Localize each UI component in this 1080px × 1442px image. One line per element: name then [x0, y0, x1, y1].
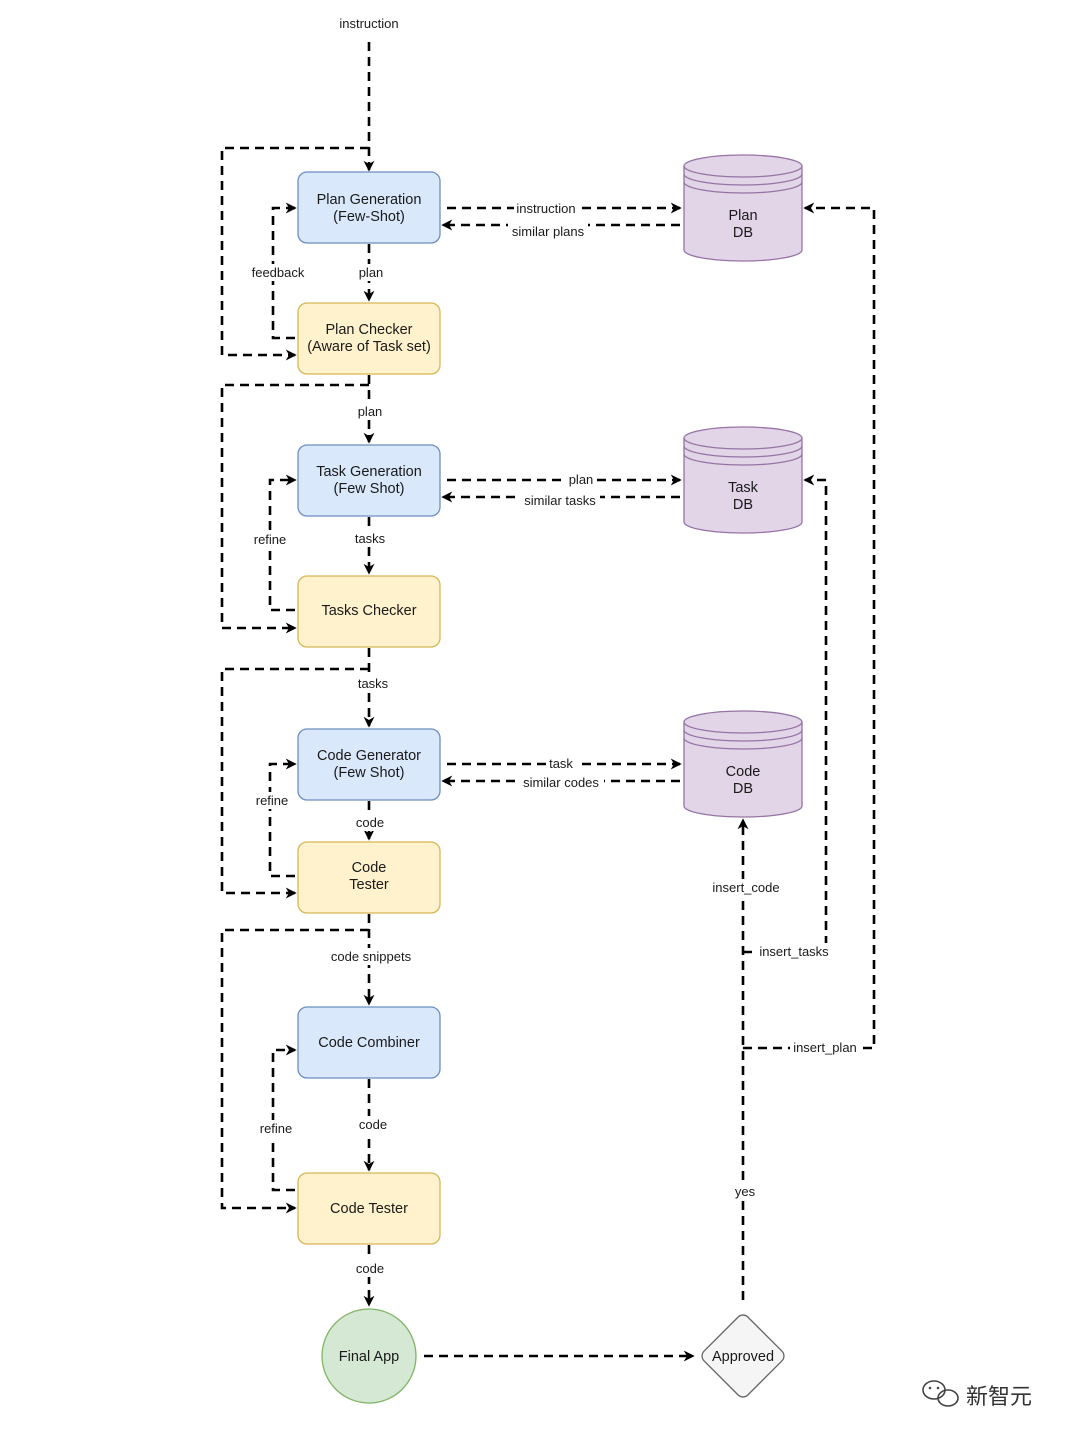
- node-approved: Approved: [701, 1314, 785, 1398]
- node-code-tester-2-line1: Code Tester: [330, 1201, 408, 1217]
- watermark-text: 新智元: [966, 1385, 1032, 1410]
- edge-label-refine-3: refine: [260, 1121, 293, 1136]
- edge-label-feedback: feedback: [252, 265, 305, 280]
- node-plan-generation-line2: (Few-Shot): [333, 209, 405, 225]
- edge-label-plan: plan: [359, 265, 384, 280]
- node-plan-checker: Plan Checker (Aware of Task set): [297, 302, 441, 375]
- node-code-db: Code DB: [683, 710, 803, 818]
- edge-label-instruction: instruction: [516, 201, 575, 216]
- node-task-generation-line1: Task Generation: [316, 464, 422, 480]
- node-task-db-line1: Task: [728, 480, 759, 496]
- edge-label-code-snippets: code snippets: [331, 949, 412, 964]
- node-code-db-line1: Code: [726, 764, 761, 780]
- edge-loop-final-tester: [220, 928, 369, 1214]
- node-plan-checker-line2: (Aware of Task set): [307, 339, 431, 355]
- node-task-db-line2: DB: [733, 497, 753, 513]
- edge-label-tasks: tasks: [355, 531, 386, 546]
- edge-label-insert-plan: insert_plan: [793, 1040, 857, 1055]
- node-code-tester-2: Code Tester: [297, 1172, 441, 1245]
- node-plan-generation-line1: Plan Generation: [317, 192, 422, 208]
- node-plan-db: Plan DB: [683, 154, 803, 262]
- edge-label-similar-tasks: similar tasks: [524, 493, 596, 508]
- edge-label-plan-task-db: plan: [569, 472, 594, 487]
- edge-label-code-1: code: [356, 815, 384, 830]
- wechat-icon: [922, 1380, 959, 1407]
- node-code-generator-line2: (Few Shot): [334, 765, 405, 781]
- edge-labels: instruction plan feedback instruction si…: [248, 16, 860, 1277]
- node-code-tester-1: Code Tester: [297, 841, 441, 914]
- node-code-generator: Code Generator (Few Shot): [297, 728, 441, 801]
- node-code-tester-1-line2: Tester: [349, 877, 389, 893]
- node-code-combiner-line1: Code Combiner: [318, 1035, 420, 1051]
- edge-label-task: task: [549, 756, 573, 771]
- edge-label-insert-tasks: insert_tasks: [759, 944, 829, 959]
- edge-refine-code: [268, 758, 297, 878]
- node-task-generation-line2: (Few Shot): [334, 481, 405, 497]
- node-tasks-checker: Tasks Checker: [297, 575, 441, 648]
- edge-label-plan-2: plan: [358, 404, 383, 419]
- edge-loop-code-tester: [220, 667, 369, 899]
- node-plan-checker-line1: Plan Checker: [325, 322, 412, 338]
- nodes: Plan Generation (Few-Shot) Plan Checker …: [297, 154, 803, 1404]
- edge-label-refine-1: refine: [254, 532, 287, 547]
- node-code-combiner: Code Combiner: [297, 1006, 441, 1079]
- edge-loop-tasks-checker: [220, 383, 369, 634]
- edge-label-code-3: code: [356, 1261, 384, 1276]
- node-plan-db-line2: DB: [733, 225, 753, 241]
- edge-label-insert-code: insert_code: [712, 880, 779, 895]
- node-task-generation: Task Generation (Few Shot): [297, 444, 441, 517]
- watermark: 新智元: [922, 1380, 1032, 1410]
- node-plan-generation: Plan Generation (Few-Shot): [297, 171, 441, 244]
- node-tasks-checker-line1: Tasks Checker: [321, 603, 416, 619]
- node-task-db: Task DB: [683, 426, 803, 534]
- edge-label-yes: yes: [735, 1184, 756, 1199]
- node-code-db-line2: DB: [733, 781, 753, 797]
- input-label: instruction: [339, 16, 398, 31]
- edge-label-tasks-2: tasks: [358, 676, 389, 691]
- edge-loop-plan-checker: [220, 146, 369, 361]
- edge-insert-tasks: [743, 474, 828, 954]
- edge-label-similar-codes: similar codes: [523, 775, 599, 790]
- edge-label-similar-plans: similar plans: [512, 224, 585, 239]
- node-plan-db-line1: Plan: [728, 208, 757, 224]
- node-code-tester-1-line1: Code: [352, 860, 387, 876]
- node-final-app: Final App: [321, 1308, 417, 1404]
- edge-label-code-2: code: [359, 1117, 387, 1132]
- node-final-app-label: Final App: [339, 1349, 399, 1365]
- node-approved-label: Approved: [712, 1349, 774, 1365]
- edge-insert-plan: [743, 202, 876, 1050]
- node-code-generator-line1: Code Generator: [317, 748, 421, 764]
- edge-label-refine-2: refine: [256, 793, 289, 808]
